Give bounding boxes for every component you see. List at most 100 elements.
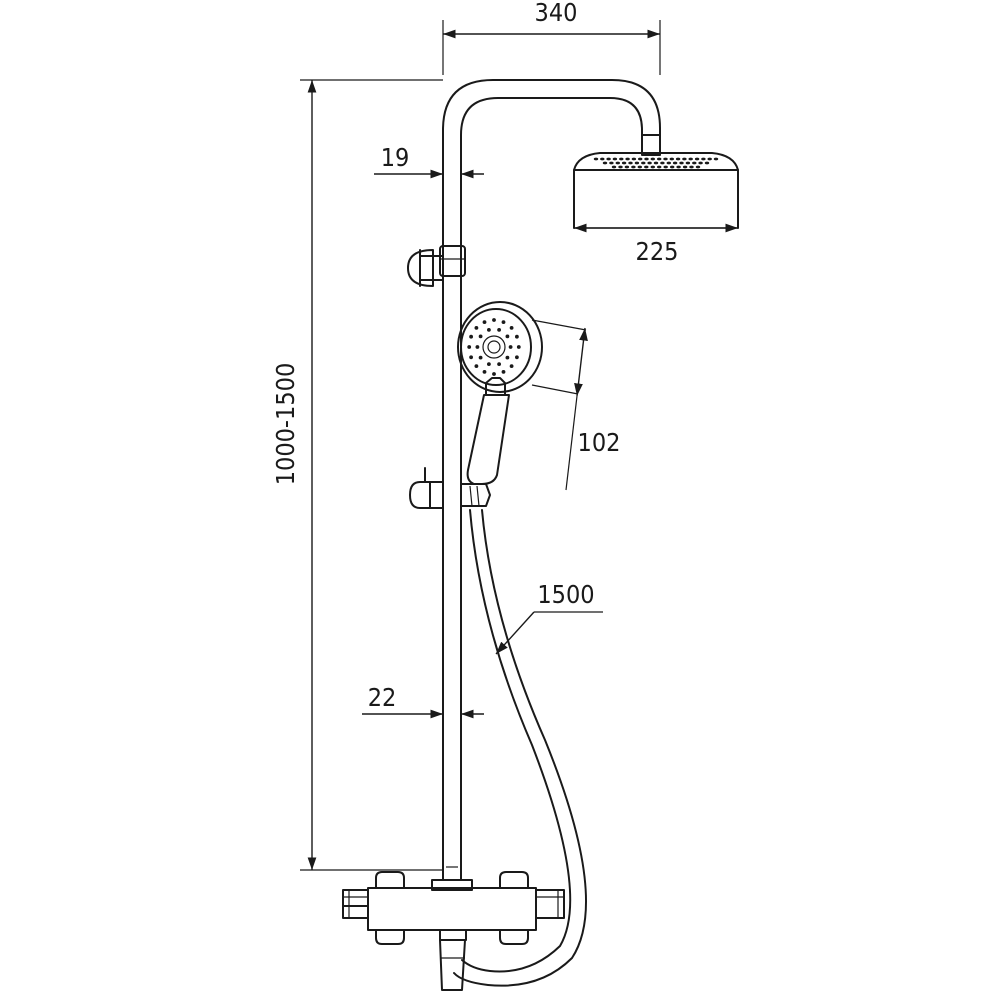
- spray-nozzle: [609, 161, 614, 165]
- hand-nozzle: [515, 355, 519, 360]
- spray-nozzle: [682, 165, 688, 169]
- upper-wall-bracket: [407, 245, 466, 287]
- spray-nozzle: [600, 157, 605, 161]
- spray-nozzle: [631, 165, 636, 169]
- hand-nozzle: [497, 362, 501, 366]
- hand-shower-nozzles: [467, 318, 521, 376]
- spray-nozzle: [619, 157, 624, 161]
- spray-nozzle: [637, 165, 642, 169]
- dimension-225: 225: [574, 223, 738, 266]
- dimension-225-label: 225: [636, 237, 679, 266]
- spray-nozzle: [689, 165, 694, 169]
- spray-nozzle: [641, 161, 646, 165]
- hand-nozzle: [467, 345, 472, 349]
- spray-nozzle: [692, 161, 697, 165]
- hand-nozzle: [469, 334, 473, 339]
- dimension-19-label: 19: [381, 143, 410, 172]
- spray-nozzle: [593, 157, 599, 161]
- hand-shower: [457, 301, 543, 485]
- spray-nozzle: [685, 161, 691, 165]
- dimension-340: 340: [442, 0, 661, 75]
- dimension-22-label: 22: [368, 683, 397, 712]
- spray-nozzle: [657, 157, 662, 161]
- spray-nozzle: [602, 161, 608, 165]
- hand-nozzle: [492, 372, 496, 376]
- spray-nozzle: [694, 157, 700, 161]
- spray-nozzle: [672, 161, 678, 165]
- hand-nozzle: [469, 355, 473, 360]
- spray-nozzle: [688, 157, 693, 161]
- spray-nozzle: [644, 157, 649, 161]
- hand-nozzle: [474, 326, 479, 330]
- spray-nozzle: [701, 157, 706, 161]
- hand-nozzle: [505, 334, 510, 339]
- spray-nozzle: [660, 161, 665, 165]
- hand-nozzle: [487, 328, 491, 332]
- shower-hose: [453, 509, 588, 987]
- spray-nozzle: [676, 165, 681, 169]
- spray-nozzle: [647, 161, 652, 165]
- spray-nozzle: [663, 165, 668, 169]
- hand-nozzle: [509, 326, 514, 330]
- spray-nozzle: [618, 165, 623, 169]
- spray-nozzle: [663, 157, 668, 161]
- hand-nozzle: [482, 320, 487, 324]
- hand-nozzle: [516, 345, 521, 349]
- dimension-102: 102: [531, 319, 621, 491]
- spray-nozzle: [670, 165, 675, 169]
- spray-nozzle: [695, 165, 701, 169]
- spray-nozzle: [606, 157, 611, 161]
- dimension-1500: 1500: [495, 580, 603, 655]
- spray-nozzle: [682, 157, 687, 161]
- spray-nozzle: [650, 165, 655, 169]
- spray-nozzle: [657, 165, 662, 169]
- spray-nozzle: [669, 157, 674, 161]
- spray-nozzle: [650, 157, 655, 161]
- hand-nozzle: [509, 364, 514, 368]
- hand-nozzle: [474, 364, 479, 368]
- spray-nozzle: [653, 161, 659, 165]
- dimension-102-label: 102: [578, 428, 621, 457]
- hand-nozzle: [478, 334, 483, 339]
- dimension-19: 19: [374, 143, 484, 179]
- hand-nozzle: [475, 345, 480, 349]
- hand-nozzle: [478, 355, 483, 360]
- dimension-22: 22: [362, 683, 484, 719]
- hand-nozzle: [482, 370, 487, 374]
- spray-nozzle: [611, 165, 617, 169]
- spray-nozzle: [615, 161, 620, 165]
- spray-nozzle: [612, 157, 618, 161]
- hand-nozzle: [501, 370, 506, 374]
- spray-nozzle: [704, 161, 710, 165]
- dimension-height-label: 1000-1500: [271, 363, 300, 486]
- spray-nozzle: [666, 161, 671, 165]
- rain-shower-head: [573, 152, 739, 229]
- spray-nozzle: [713, 157, 719, 161]
- spray-nozzles: [593, 157, 719, 169]
- spray-nozzle: [621, 161, 627, 165]
- hand-nozzle: [492, 318, 496, 322]
- dimension-height: 1000-1500: [271, 79, 443, 871]
- spray-nozzle: [631, 157, 637, 161]
- slider-holder: [409, 467, 491, 509]
- riser-rail: [442, 79, 661, 881]
- hand-nozzle: [515, 334, 519, 339]
- spray-nozzle: [679, 161, 684, 165]
- spray-nozzle: [625, 157, 630, 161]
- spray-nozzle: [698, 161, 703, 165]
- spray-nozzle: [675, 157, 681, 161]
- thermostatic-mixer: [342, 871, 565, 991]
- spray-nozzle: [634, 161, 640, 165]
- hand-nozzle: [487, 362, 491, 366]
- hand-nozzle: [501, 320, 506, 324]
- dimension-340-label: 340: [535, 0, 578, 27]
- dimension-1500-label: 1500: [537, 580, 594, 609]
- spray-nozzle: [644, 165, 649, 169]
- hand-nozzle: [497, 328, 501, 332]
- hand-nozzle: [505, 355, 510, 360]
- spray-nozzle: [707, 157, 712, 161]
- spray-nozzle: [624, 165, 630, 169]
- spray-nozzle: [638, 157, 643, 161]
- hand-nozzle: [508, 345, 513, 349]
